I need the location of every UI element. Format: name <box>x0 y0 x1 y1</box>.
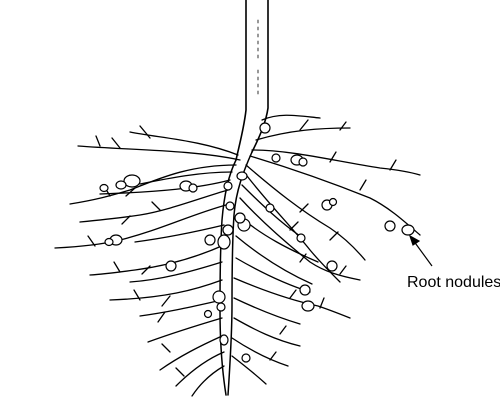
taproot <box>219 151 253 396</box>
nodule <box>328 197 338 207</box>
nodule <box>212 290 226 304</box>
nodule <box>384 220 396 232</box>
nodule <box>217 234 231 250</box>
nodule <box>115 180 127 190</box>
nodule <box>265 203 275 213</box>
nodule <box>296 233 306 243</box>
nodule <box>165 260 177 272</box>
nodule <box>203 309 213 319</box>
nodule <box>259 122 271 134</box>
nodule <box>301 300 315 312</box>
nodule <box>104 237 114 247</box>
nodule <box>271 153 281 163</box>
nodule <box>223 181 233 191</box>
nodule <box>216 302 226 312</box>
root-nodules-label: Root nodules <box>407 274 500 291</box>
root-nodules <box>99 122 415 363</box>
label-arrow <box>408 234 433 267</box>
nodule <box>99 183 109 193</box>
nodule <box>204 234 216 246</box>
nodule <box>299 284 311 296</box>
nodule <box>298 157 308 167</box>
stem <box>235 0 269 161</box>
nodule <box>219 334 229 346</box>
nodule <box>401 224 415 236</box>
nodule <box>236 171 248 181</box>
nodule <box>225 201 235 211</box>
nodule <box>188 183 198 193</box>
nodule <box>222 224 234 236</box>
lateral-roots-right <box>231 114 421 385</box>
nodule <box>326 260 338 272</box>
lateral-roots-left <box>54 125 241 397</box>
nodule <box>241 353 251 363</box>
nodule <box>123 174 141 188</box>
nodule <box>234 212 246 224</box>
